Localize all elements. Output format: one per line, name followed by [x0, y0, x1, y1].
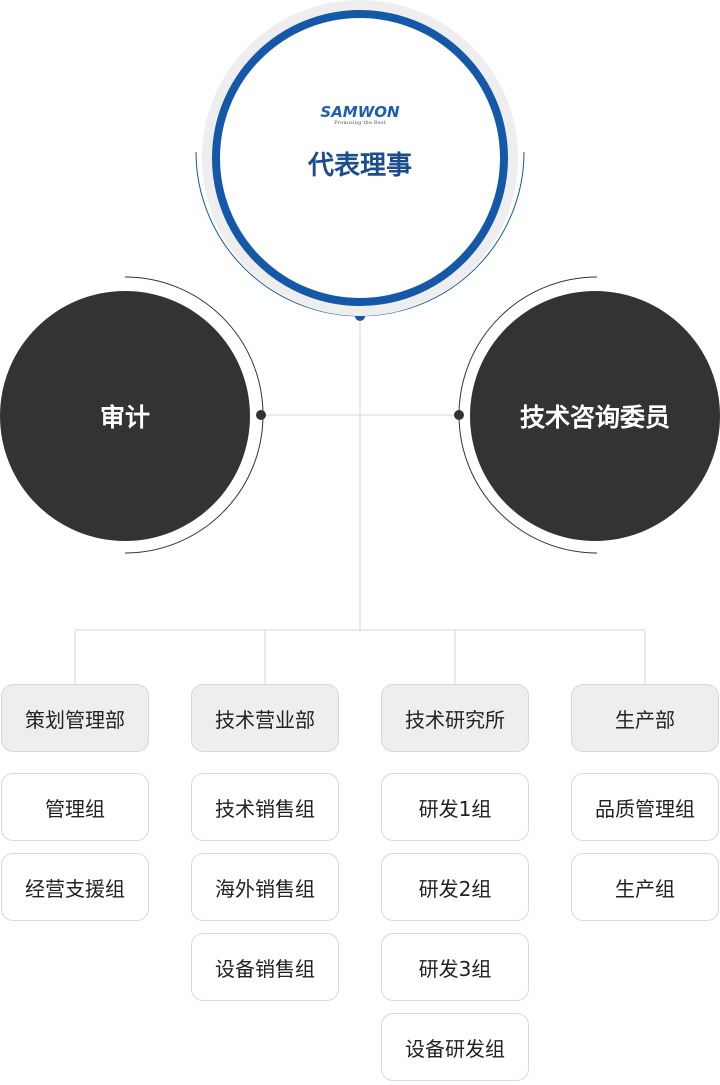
team-box: 设备销售组 — [191, 933, 339, 1001]
team-box: 研发2组 — [381, 853, 529, 921]
team-box: 设备研发组 — [381, 1013, 529, 1081]
logo-wordmark: SAMWON — [320, 103, 400, 121]
team-label: 品质管理组 — [595, 796, 695, 821]
ceo-connector-dot — [355, 311, 365, 321]
team-box: 经营支援组 — [1, 853, 149, 921]
team-label: 研发1组 — [418, 796, 492, 821]
dept-box: 技术研究所 — [381, 684, 529, 752]
team-label: 海外销售组 — [215, 876, 315, 901]
audit-node: 审计 — [0, 291, 250, 541]
team-box: 技术销售组 — [191, 773, 339, 841]
tech-committee-node: 技术咨询委员 — [470, 291, 720, 541]
tech-connector-dot — [454, 410, 464, 420]
tech-committee-label: 技术咨询委员 — [519, 403, 670, 432]
team-box: 研发3组 — [381, 933, 529, 1001]
ceo-circle — [212, 10, 508, 306]
team-label: 经营支援组 — [25, 876, 125, 901]
team-label: 研发2组 — [418, 876, 492, 901]
team-box: 管理组 — [1, 773, 149, 841]
dept-label: 生产部 — [615, 707, 675, 732]
dept-box: 生产部 — [571, 684, 719, 752]
audit-label: 审计 — [99, 403, 150, 432]
team-label: 研发3组 — [418, 956, 492, 981]
team-box: 研发1组 — [381, 773, 529, 841]
dept-label: 技术研究所 — [405, 707, 505, 732]
audit-connector-dot — [256, 410, 266, 420]
team-label: 管理组 — [45, 796, 105, 821]
team-box: 生产组 — [571, 853, 719, 921]
team-label: 设备研发组 — [405, 1036, 505, 1061]
team-box: 品质管理组 — [571, 773, 719, 841]
samwon-logo: SAMWON Promising the Best — [212, 102, 508, 126]
team-label: 技术销售组 — [215, 796, 315, 821]
ceo-title: 代表理事 — [307, 151, 412, 181]
dept-label: 技术营业部 — [215, 707, 315, 732]
dept-box: 策划管理部 — [1, 684, 149, 752]
dept-label: 策划管理部 — [25, 707, 125, 732]
team-box: 海外销售组 — [191, 853, 339, 921]
logo-tagline: Promising the Best — [334, 120, 386, 126]
team-label: 生产组 — [615, 876, 675, 901]
ceo-node: SAMWON Promising the Best 代表理事 — [212, 10, 508, 306]
team-label: 设备销售组 — [215, 956, 315, 981]
dept-box: 技术营业部 — [191, 684, 339, 752]
